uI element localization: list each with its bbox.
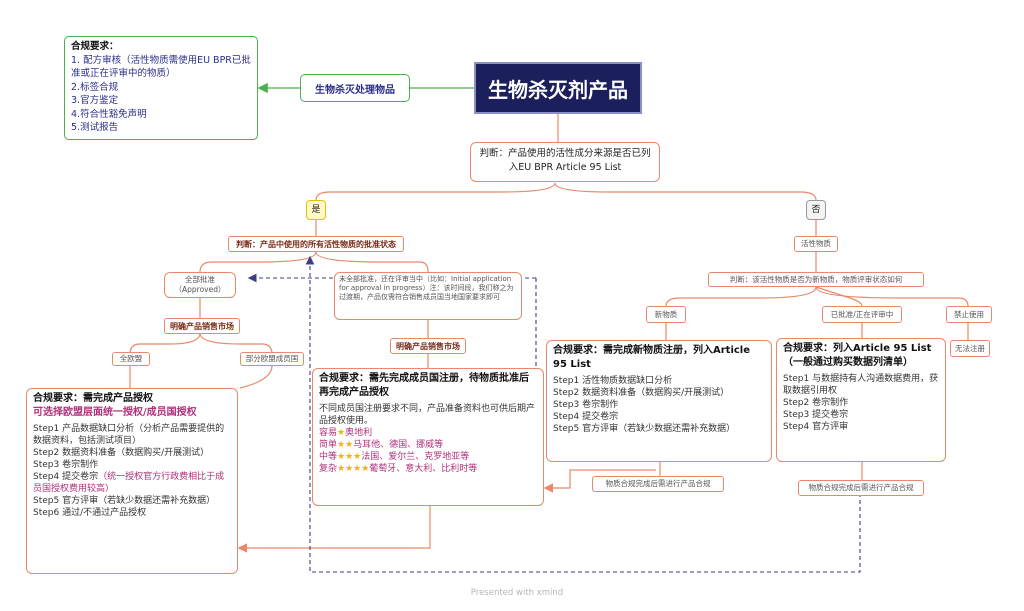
all-eu-text: 全欧盟 bbox=[119, 354, 143, 363]
some-eu-text: 部分欧盟成员国 bbox=[245, 354, 299, 363]
difficulty-level: 中等★★★法国、爱尔兰、克罗地亚等 bbox=[319, 452, 470, 462]
step-item: Step6 通过/不通过产品授权 bbox=[33, 508, 147, 518]
yes-label: 是 bbox=[311, 205, 321, 215]
cannot-register-text: 无法注册 bbox=[955, 343, 985, 353]
step-item: Step3 提交卷宗 bbox=[783, 410, 849, 420]
star-icon: ★★★★ bbox=[337, 464, 370, 474]
root-title-text: 生物杀灭剂产品 bbox=[488, 77, 628, 102]
judge-active-text: 判断：该活性物质是否为新物质，物质评审状态如何 bbox=[729, 274, 903, 284]
star-icon: ★★★ bbox=[337, 452, 362, 462]
step-item: Step4 提交卷宗 bbox=[33, 472, 99, 482]
cannot-register-node[interactable]: 无法注册 bbox=[950, 340, 990, 357]
step-item: Step4 官方评审 bbox=[783, 422, 849, 432]
clarify-market-text: 明确产品销售市场 bbox=[396, 341, 460, 351]
product-authorization-header: 合规要求：需完成产品授权 bbox=[33, 393, 153, 404]
new-substance-header: 合规要求：需完成新物质注册，列入Article 95 List bbox=[553, 345, 751, 370]
watermark-text: Presented with xmind bbox=[470, 588, 564, 598]
judge-main-text: 判断：产品使用的活性成分来源是否已列入EU BPR Article 95 Lis… bbox=[479, 148, 651, 173]
difficulty-level: 简单★★马耳他、德国、挪威等 bbox=[319, 440, 444, 450]
new-substance-text: 新物质 bbox=[654, 309, 678, 319]
active-substance-text: 活性物质 bbox=[801, 239, 831, 248]
star-icon: ★ bbox=[337, 428, 346, 438]
member-state-registration-box[interactable]: 合规要求：需先完成成员国注册，待物质批准后再完成产品授权 不同成员国注册要求不同… bbox=[312, 368, 544, 506]
judge-main-node[interactable]: 判断：产品使用的活性成分来源是否已列入EU BPR Article 95 Lis… bbox=[470, 142, 660, 182]
step-item: Step5 官方评审（若缺少数据还需补充数据） bbox=[33, 496, 216, 506]
approved-reviewing-text: 已批准/正在评审中 bbox=[830, 309, 894, 319]
step-item: Step2 数据资料准备（数据购买/开展测试） bbox=[33, 448, 210, 458]
compliance-top-item: 3.官方鉴定 bbox=[71, 95, 119, 106]
active-substance-node[interactable]: 活性物质 bbox=[794, 236, 838, 252]
judge-active-node[interactable]: 判断：该活性物质是否为新物质，物质评审状态如何 bbox=[708, 272, 924, 287]
compliance-top-item: 1. 配方审核（活性物质需使用EU BPR已批准或正在评审中的物质） bbox=[71, 54, 251, 80]
step-item: Step1 与数据持有人沟通数据费用，获取数据引用权 bbox=[783, 374, 939, 396]
product-authorization-subheader: 可选择欧盟层面统一授权/成员国授权 bbox=[33, 406, 197, 418]
approved-reviewing-node[interactable]: 已批准/正在评审中 bbox=[822, 306, 902, 323]
star-icon: ★★ bbox=[337, 440, 354, 450]
member-state-desc: 不同成员国注册要求不同，产品准备资料也可供后期产品授权使用。 bbox=[319, 404, 536, 426]
difficulty-level: 容易★奥地利 bbox=[319, 428, 373, 438]
no-label: 否 bbox=[811, 205, 821, 215]
step-item: Step2 卷宗制作 bbox=[783, 398, 849, 408]
root-title[interactable]: 生物杀灭剂产品 bbox=[474, 62, 642, 114]
step-note: （统一授权官方行政费相比于成员国授权费用较高） bbox=[33, 472, 225, 494]
step-item: Step5 官方评审（若缺少数据还需补充数据） bbox=[553, 424, 736, 434]
step-item: Step4 提交卷宗 bbox=[553, 412, 619, 422]
step-item: Step2 数据资料准备（数据购买/开展测试） bbox=[553, 388, 730, 398]
all-approved-node[interactable]: 全部批准（Approved） bbox=[164, 272, 236, 298]
article95-header: 合规要求：列入Article 95 List（一般通过购买数据列清单） bbox=[783, 343, 932, 368]
banned-node[interactable]: 禁止使用 bbox=[946, 306, 992, 323]
after-list-text: 物质合规完成后需进行产品合规 bbox=[808, 483, 914, 492]
member-state-header: 合规要求：需先完成成员国注册，待物质批准后再完成产品授权 bbox=[319, 373, 529, 398]
some-eu-node[interactable]: 部分欧盟成员国 bbox=[240, 352, 304, 366]
compliance-top-header: 合规要求： bbox=[71, 41, 119, 52]
judge-approval-text: 判断：产品中使用的所有活性物质的批准状态 bbox=[236, 239, 396, 249]
clarify-market-text: 明确产品销售市场 bbox=[170, 321, 234, 331]
treated-articles-node[interactable]: 生物杀灭处理物品 bbox=[300, 74, 410, 102]
no-node[interactable]: 否 bbox=[806, 200, 826, 220]
banned-text: 禁止使用 bbox=[954, 309, 984, 319]
all-eu-node[interactable]: 全欧盟 bbox=[112, 352, 150, 366]
yes-node[interactable]: 是 bbox=[306, 200, 326, 220]
compliance-requirements-top: 合规要求： 1. 配方审核（活性物质需使用EU BPR已批准或正在评审中的物质）… bbox=[64, 36, 258, 140]
after-list-node[interactable]: 物质合规完成后需进行产品合规 bbox=[798, 480, 924, 496]
step-item: Step3 卷宗制作 bbox=[553, 400, 619, 410]
all-approved-text: 全部批准（Approved） bbox=[174, 275, 226, 294]
compliance-top-item: 5.测试报告 bbox=[71, 122, 119, 133]
compliance-top-item: 2.标签合规 bbox=[71, 81, 119, 93]
after-new-substance-node[interactable]: 物质合规完成后需进行产品合规 bbox=[592, 476, 724, 492]
step-item: Step3 卷宗制作 bbox=[33, 460, 99, 470]
new-substance-node[interactable]: 新物质 bbox=[646, 306, 686, 323]
judge-approval-node[interactable]: 判断：产品中使用的所有活性物质的批准状态 bbox=[228, 236, 404, 252]
step-item: Step1 活性物质数据缺口分析 bbox=[553, 376, 673, 386]
product-authorization-box[interactable]: 合规要求：需完成产品授权 可选择欧盟层面统一授权/成员国授权 Step1 产品数… bbox=[26, 388, 238, 574]
compliance-top-item: 4.符合性豁免声明 bbox=[71, 108, 147, 120]
treated-articles-label: 生物杀灭处理物品 bbox=[315, 84, 395, 96]
not-all-approved-node[interactable]: 未全部批准，还在评审当中（比如：Initial application for … bbox=[334, 272, 522, 320]
step-item: Step1 产品数据缺口分析（分析产品需要提供的数据资料，包括测试项目） bbox=[33, 424, 225, 446]
clarify-market-node-1[interactable]: 明确产品销售市场 bbox=[164, 318, 240, 334]
watermark: Presented with xmind bbox=[462, 588, 572, 602]
clarify-market-node-2[interactable]: 明确产品销售市场 bbox=[390, 338, 466, 354]
new-substance-registration-box[interactable]: 合规要求：需完成新物质注册，列入Article 95 List Step1 活性… bbox=[546, 340, 772, 462]
after-new-text: 物质合规完成后需进行产品合规 bbox=[605, 479, 711, 488]
difficulty-level: 复杂★★★★葡萄牙、意大利、比利时等 bbox=[319, 464, 478, 474]
not-all-approved-text: 未全部批准，还在评审当中（比如：Initial application for … bbox=[339, 275, 514, 301]
article95-list-box[interactable]: 合规要求：列入Article 95 List（一般通过购买数据列清单） Step… bbox=[776, 338, 946, 462]
